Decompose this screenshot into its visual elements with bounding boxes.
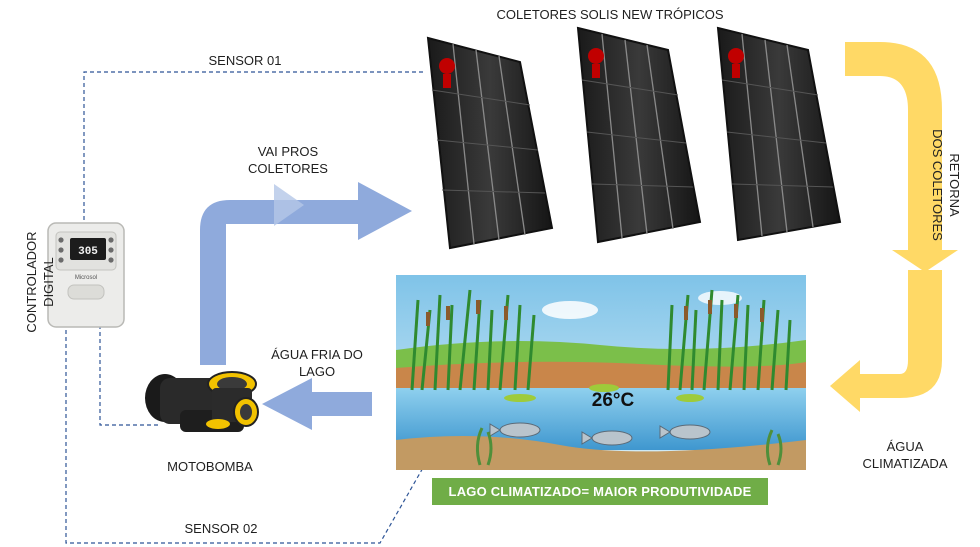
cold-water-line1: ÁGUA FRIA DO xyxy=(271,347,363,362)
cold-water-label: ÁGUA FRIA DO LAGO xyxy=(262,346,372,380)
heated-water-line1: ÁGUA xyxy=(886,439,924,454)
sensor-02-line xyxy=(65,330,433,544)
controller-line2: DIGITAL xyxy=(41,257,56,307)
solar-collector-3 xyxy=(716,26,842,242)
lake-banner: LAGO CLIMATIZADO= MAIOR PRODUTIVIDADE xyxy=(432,478,768,505)
cold-water-arrow xyxy=(262,378,372,430)
returns-line2: DOS COLETORES xyxy=(930,129,945,241)
heated-water-label: ÁGUA CLIMATIZADA xyxy=(850,438,960,472)
controller-label: CONTROLADOR DIGITAL xyxy=(23,202,57,362)
sensor-01-label: SENSOR 01 xyxy=(208,53,282,68)
solar-collector-1 xyxy=(426,36,554,250)
controller-display-readout: 305 xyxy=(78,246,98,258)
lake-temperature: 26°C xyxy=(591,390,635,411)
to-collectors-line2: COLETORES xyxy=(248,161,328,176)
returns-line1: RETORNA xyxy=(947,153,962,217)
heated-water-line2: CLIMATIZADA xyxy=(862,456,948,471)
pump-label: MOTOBOMBA xyxy=(167,459,253,474)
collectors-title: COLETORES SOLIS NEW TRÓPICOS xyxy=(496,7,724,22)
return-arrow xyxy=(830,42,958,412)
to-collectors-label: VAI PROS COLETORES xyxy=(238,143,338,177)
digital-controller-device xyxy=(47,222,125,328)
lake-illustration xyxy=(396,275,806,470)
pump-device xyxy=(145,371,259,432)
solar-collector-2 xyxy=(576,26,702,244)
to-collectors-line1: VAI PROS xyxy=(257,144,319,159)
sensor-02-label: SENSOR 02 xyxy=(184,521,258,536)
controller-to-pump-line xyxy=(99,325,160,426)
to-collectors-arrow xyxy=(200,182,412,365)
sensor-01-line xyxy=(83,71,423,225)
controller-brand: Microsol xyxy=(75,275,97,281)
controller-line1: CONTROLADOR xyxy=(24,231,39,333)
returns-label: RETORNA DOS COLETORES xyxy=(929,105,963,265)
cold-water-line2: LAGO xyxy=(298,364,336,379)
